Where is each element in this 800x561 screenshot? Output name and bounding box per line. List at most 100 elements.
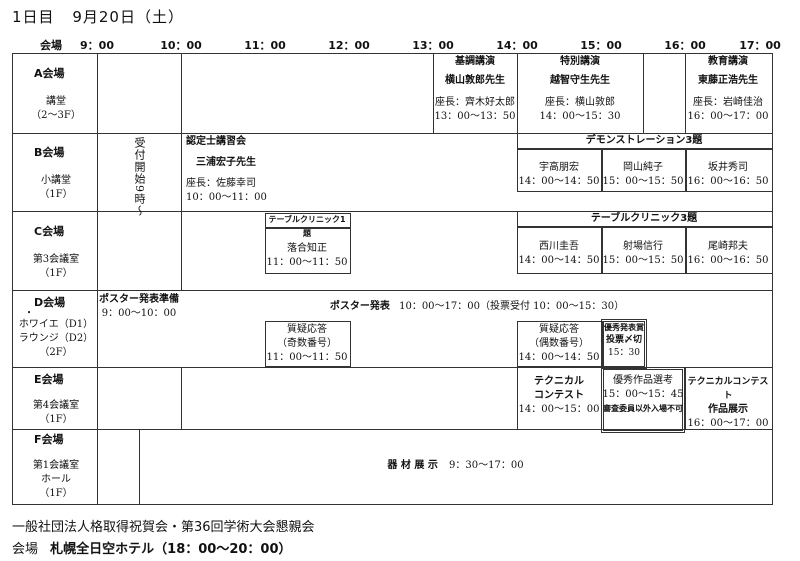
presenter-name: 坂井秀司 (708, 162, 748, 173)
room-location: ホワイエ（D1） (18, 319, 94, 330)
special-lecture: 特別講演 越智守生先生 座長：横山敦郎 14：00～15：30 (517, 55, 643, 124)
room-location: 小講堂 (41, 175, 71, 186)
session-sub: 投票〆切 (605, 335, 642, 345)
footer-venue: 会場 札幌全日空ホテル（18：00～20：00） (12, 538, 292, 557)
presenter-name: 射場信行 (623, 241, 663, 252)
qa-odd: 質疑応答 （奇数番号） 11：00～11：50 (265, 323, 349, 365)
session-title: 質疑応答 (287, 324, 327, 335)
session-title: ポスター発表準備 (99, 294, 179, 305)
session-time: 16：00～16：50 (687, 176, 769, 187)
room-name: E会場 (34, 373, 64, 386)
demo-slot (517, 148, 603, 192)
session-speaker: 横山敦郎先生 (445, 75, 505, 86)
row-divider (12, 290, 773, 291)
session-time: 15：00～15：50 (602, 255, 684, 266)
demo-header (517, 133, 773, 150)
session-title: 質疑応答 (539, 324, 579, 335)
keynote-lecture: 基調講演 横山敦郎先生 座長：齊木好太郎 13：00～13：50 (433, 55, 517, 124)
grid-divider (517, 367, 518, 429)
session-time: 13：00～13：50 (434, 111, 516, 122)
demo-item: 坂井秀司 16：00～16：50 (685, 161, 771, 189)
session-time: 14：00～14：50 (518, 352, 600, 363)
page-header: 1日目 9月20日（土） (12, 6, 184, 27)
room-c: C会場 第3会議室 （1F） (16, 225, 96, 281)
session-note: 審査委員以外入場不可 (603, 404, 683, 413)
room-location: 第4会議室 (32, 400, 80, 411)
grid-divider (97, 53, 98, 505)
room-name: C会場 (34, 225, 65, 238)
session-speaker: 三浦宏子先生 (196, 157, 256, 168)
session-time: 11：00～11：50 (266, 352, 348, 363)
session-time: 16：00～16：50 (687, 255, 769, 266)
selection-box (601, 367, 685, 433)
presenter-name: 落合知正 (287, 243, 327, 254)
time-label: 13：00 (412, 39, 454, 52)
room-name: A会場 (34, 67, 65, 80)
session-sub: （偶数番号） (529, 338, 589, 349)
reception-notice: 受付開始9時～ (133, 137, 146, 217)
session-title: 基調講演 (455, 56, 495, 67)
table-clinic-item: 尾崎邦夫 16：00～16：50 (685, 240, 771, 268)
session-time: 15：00～15：45 (602, 389, 684, 400)
session-chair: 座長：齊木好太郎 (435, 97, 515, 108)
selection: 優秀作品選考 15：00～15：45 審査委員以外入場不可 (602, 374, 684, 416)
session-title: コンテスト (534, 390, 584, 401)
technical-contest: テクニカル コンテスト 14：00～15：00 (517, 375, 601, 417)
room-e: E会場 第4会議室 （1F） (16, 373, 96, 427)
room-bullet: ・ (24, 308, 34, 319)
day-label: 1日目 (12, 8, 55, 26)
time-label: 9：00 (80, 39, 114, 52)
room-name: D会場 (34, 296, 66, 309)
room-location: 第3会議室 (32, 254, 80, 265)
room-b: B会場 小講堂 （1F） (16, 146, 96, 202)
session-time: 14：00～14：50 (518, 255, 600, 266)
time-label: 12：00 (328, 39, 370, 52)
demo-slot (601, 148, 687, 192)
demo-title: デモンストレーション3題 (585, 135, 703, 146)
grid-border (12, 53, 773, 505)
session-title: ポスター発表 (329, 301, 390, 312)
room-floor: （1F） (39, 189, 73, 200)
session-time: 15：30 (608, 348, 640, 358)
session-time: 14：00～15：00 (518, 404, 600, 415)
presenter-name: 宇高朋宏 (539, 162, 579, 173)
room-name: B会場 (34, 146, 65, 159)
session-chair: 座長：佐藤幸司 (186, 178, 256, 189)
table-clinic-item: 西川圭吾 14：00～14：50 (517, 240, 601, 268)
qa-odd-box (265, 321, 351, 367)
room-a: A会場 講堂 （2～3F） (16, 67, 96, 123)
session-title: テクニカル (534, 376, 584, 387)
table-clinic-1-header (265, 213, 351, 229)
table-clinic-item: 射場信行 15：00～15：50 (601, 240, 685, 268)
time-label: 10：00 (160, 39, 202, 52)
session-title: テーブルクリニック1題 (268, 215, 346, 238)
session-title: 優秀発表賞 (604, 323, 644, 332)
session-time: 10：00～11：00 (186, 192, 267, 203)
certification-course: 認定士講習会 三浦宏子先生 座長：佐藤幸司 10：00～11：00 (182, 135, 270, 205)
session-time: 16：00～17：00 (687, 111, 769, 122)
session-speaker: 越智守生先生 (550, 75, 610, 86)
session-title: 器 材 展 示 (387, 460, 438, 471)
poster-session: ポスター発表 10：00～17：00（投票受付 10：00～15：30） (182, 300, 772, 314)
presenter-name: 尾崎邦夫 (708, 241, 748, 252)
session-time: 9：30～17：00 (449, 460, 524, 471)
row-divider (12, 133, 773, 134)
session-time: 15：00～15：50 (602, 176, 684, 187)
demo-item: 岡山純子 15：00～15：50 (601, 161, 685, 189)
session-time: 14：00～15：30 (539, 111, 621, 122)
presenter-name: 西川圭吾 (539, 241, 579, 252)
session-sub: （奇数番号） (277, 338, 337, 349)
education-lecture: 教育講演 東藤正浩先生 座長：岩崎佳治 16：00～17：00 (685, 55, 771, 124)
table-clinic-slot (517, 226, 603, 274)
grid-divider (433, 53, 434, 133)
contest-exhibit: テクニカルコンテスト 作品展示 16：00～17：00 (685, 375, 771, 431)
grid-divider (181, 367, 182, 429)
time-label: 11：00 (244, 39, 286, 52)
session-title: 作品展示 (708, 404, 748, 415)
session-title: テクニカルコンテスト (687, 377, 769, 401)
session-title: 認定士講習会 (186, 136, 246, 147)
session-time: 14：00～14：50 (518, 176, 600, 187)
time-label: 15：00 (580, 39, 622, 52)
session-time: 16：00～17：00 (687, 418, 769, 429)
room-floor: （2F） (39, 347, 73, 358)
